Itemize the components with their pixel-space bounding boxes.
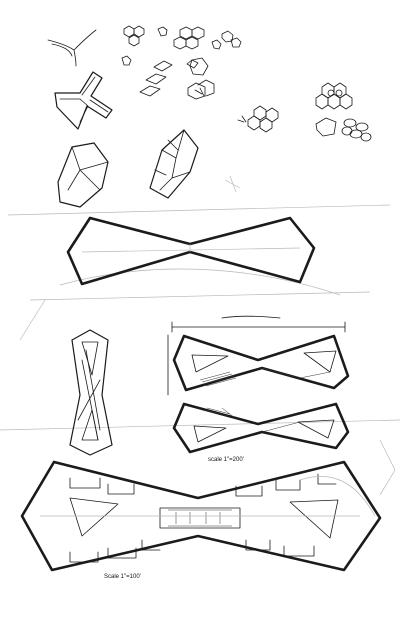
- hex-cluster-mid-right: [237, 105, 279, 133]
- vertical-bowtie-sketch: [69, 329, 113, 456]
- parking-bays-top-right: [235, 473, 337, 497]
- scale-label-200: scale 1"=200': [208, 457, 244, 463]
- pentagon-sketch: [187, 57, 215, 100]
- hex-cluster-a: [123, 25, 145, 47]
- pentagon-cluster-sketch: [57, 142, 109, 208]
- plan-lower: [172, 402, 350, 454]
- pentagon-right-sketch: [315, 117, 337, 137]
- plan-upper: [172, 334, 350, 392]
- background-construction-lines: [0, 175, 400, 496]
- small-scale-plan-group: [167, 315, 350, 454]
- large-scale-plan: [20, 460, 382, 572]
- hex-cluster-right: [315, 82, 353, 110]
- parking-bays-bottom-right: [245, 539, 315, 557]
- hex-cluster-b: [173, 26, 205, 50]
- bowtie-plan-top: [66, 216, 316, 286]
- y-junction-sketch: [47, 29, 97, 67]
- parking-bays-bottom-left: [69, 539, 161, 563]
- circle-cluster-sketch: [341, 118, 372, 142]
- diamond-shapes-sketch: [139, 59, 199, 97]
- diagonal-cell-band-sketch: [149, 129, 199, 199]
- hexagon-cluster-sketches: [121, 25, 242, 66]
- scale-label-100: Scale 1"=100': [104, 574, 141, 580]
- y-plan-sketch: [54, 71, 113, 130]
- parking-bays-top-left: [69, 477, 135, 495]
